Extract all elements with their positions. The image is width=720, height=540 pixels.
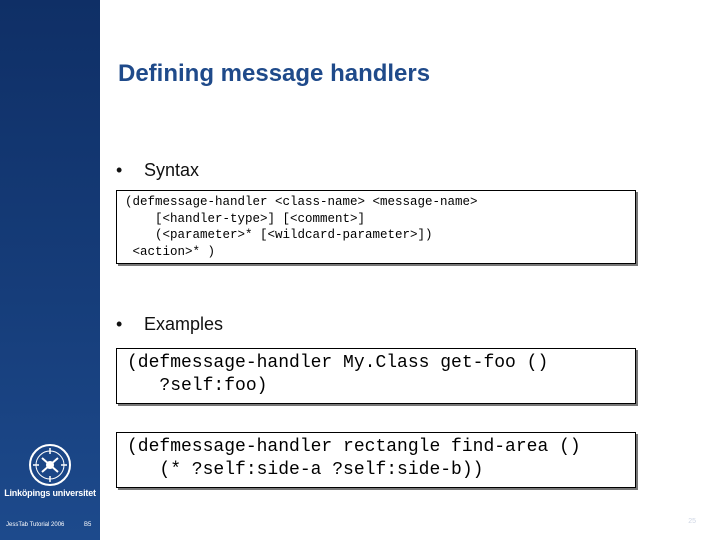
sidebar: Linköpings universitet JessTab Tutorial … <box>0 0 100 540</box>
bullet-examples: • Examples <box>116 314 223 335</box>
bullet-syntax: • Syntax <box>116 160 199 181</box>
university-seal-icon <box>29 444 71 486</box>
footer-code: B5 <box>84 522 92 528</box>
example-code-block-1: (defmessage-handler My.Class get-foo () … <box>116 348 636 404</box>
bullet-dot: • <box>116 314 123 334</box>
bullet-examples-label: Examples <box>144 314 224 334</box>
university-logo: Linköpings universitet <box>0 440 100 510</box>
bullet-dot: • <box>116 160 123 180</box>
slide-title: Defining message handlers <box>118 60 431 87</box>
footer-title: JessTab Tutorial 2006 <box>6 522 65 528</box>
university-name: Linköpings universitet <box>4 488 96 498</box>
syntax-code-block: (defmessage-handler <class-name> <messag… <box>116 190 636 264</box>
page-number: 25 <box>688 518 696 525</box>
bullet-syntax-label: Syntax <box>144 160 200 180</box>
example-code-block-2: (defmessage-handler rectangle find-area … <box>116 432 636 488</box>
